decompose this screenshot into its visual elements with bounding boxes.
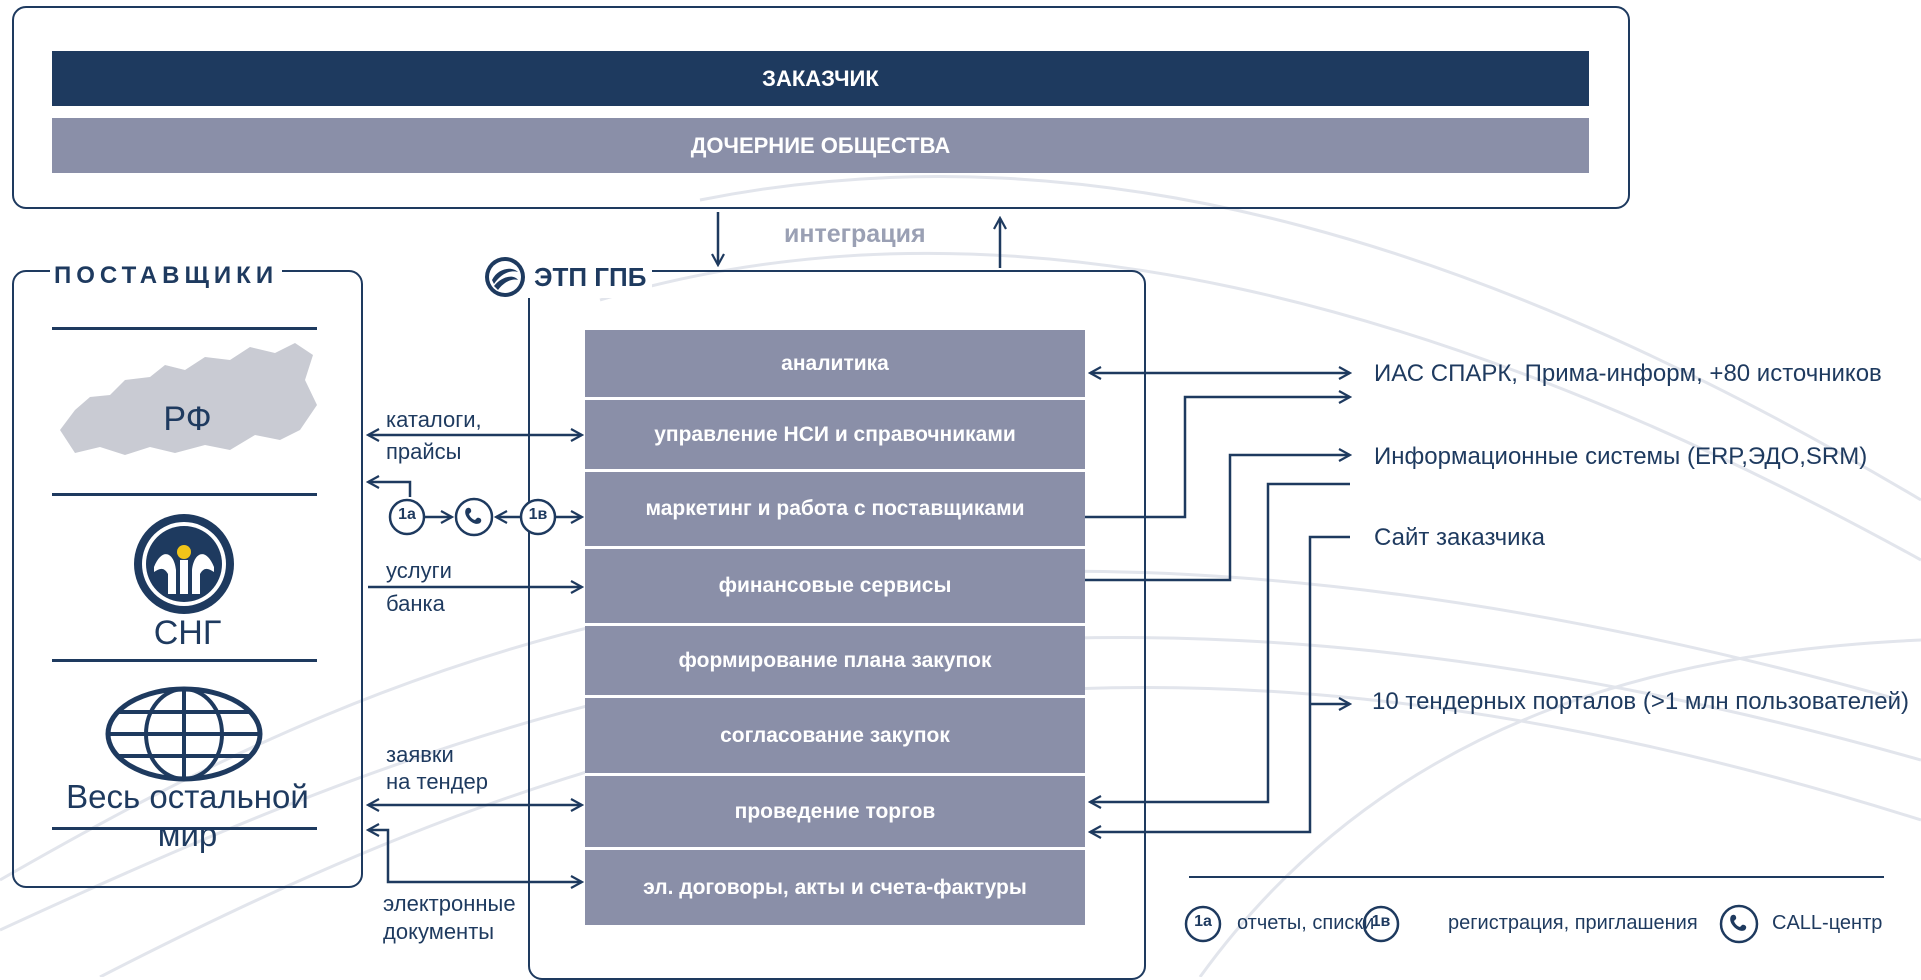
integration-label: интеграция	[784, 220, 926, 248]
gazprombank-logo-icon	[485, 257, 525, 297]
etp-title-text: ЭТП ГПБ	[534, 261, 647, 292]
label-docs-2: документы	[383, 919, 495, 944]
legend-badge-1a: 1а	[1194, 913, 1212, 930]
region-world: Весь остальной мир	[66, 778, 309, 853]
target-erp: Информационные системы (ERP,ЭДО,SRM)	[1374, 443, 1868, 470]
legend-registration: регистрация, приглашения	[1448, 912, 1698, 934]
service-tenders: проведение торгов	[585, 776, 1085, 850]
subsidiaries-band: ДОЧЕРНИЕ ОБЩЕСТВА	[52, 118, 1589, 173]
region-cis: СНГ	[153, 614, 222, 652]
service-analytics: аналитика	[585, 330, 1085, 400]
legend-reports: отчеты, списки	[1237, 912, 1375, 934]
badge-1a: 1а	[398, 506, 416, 523]
service-nsi: управление НСИ и справочниками	[585, 400, 1085, 472]
suppliers-title: ПОСТАВЩИКИ	[50, 262, 283, 290]
label-bids-2: на тендер	[386, 769, 489, 794]
separator	[52, 327, 317, 330]
target-site: Сайт заказчика	[1374, 524, 1545, 551]
legend-divider	[1189, 876, 1884, 878]
region-rf: РФ	[163, 400, 212, 438]
label-bank-1: услуги	[386, 558, 452, 583]
separator	[52, 827, 317, 830]
service-approval: согласование закупок	[585, 698, 1085, 776]
label-bank-2: банка	[386, 591, 445, 616]
customer-band: ЗАКАЗЧИК	[52, 51, 1589, 106]
label-bids-1: заявки	[386, 742, 454, 767]
target-portals: 10 тендерных порталов (>1 млн пользовате…	[1372, 688, 1910, 715]
label-docs-1: электронные	[383, 891, 516, 916]
legend-call-center: CALL-центр	[1772, 912, 1883, 934]
label-catalogs-1: каталоги,	[386, 407, 482, 432]
legend-badge-1b: 1в	[1371, 913, 1391, 930]
service-plan: формирование плана закупок	[585, 626, 1085, 698]
globe-icon	[105, 686, 263, 782]
etp-title: ЭТП ГПБ	[478, 256, 653, 298]
customer-box	[12, 6, 1630, 209]
badge-1b: 1в	[528, 506, 548, 523]
separator	[52, 493, 317, 496]
russia-map-icon	[60, 343, 317, 455]
service-contracts: эл. договоры, акты и счета-фактуры	[585, 850, 1085, 925]
label-catalogs-2: прайсы	[386, 439, 462, 464]
target-spark: ИАС СПАРК, Прима-информ, +80 источников	[1374, 360, 1882, 387]
cis-emblem-icon	[134, 514, 234, 614]
service-marketing: маркетинг и работа с поставщиками	[585, 472, 1085, 549]
separator	[52, 659, 317, 662]
service-finance: финансовые сервисы	[585, 549, 1085, 626]
